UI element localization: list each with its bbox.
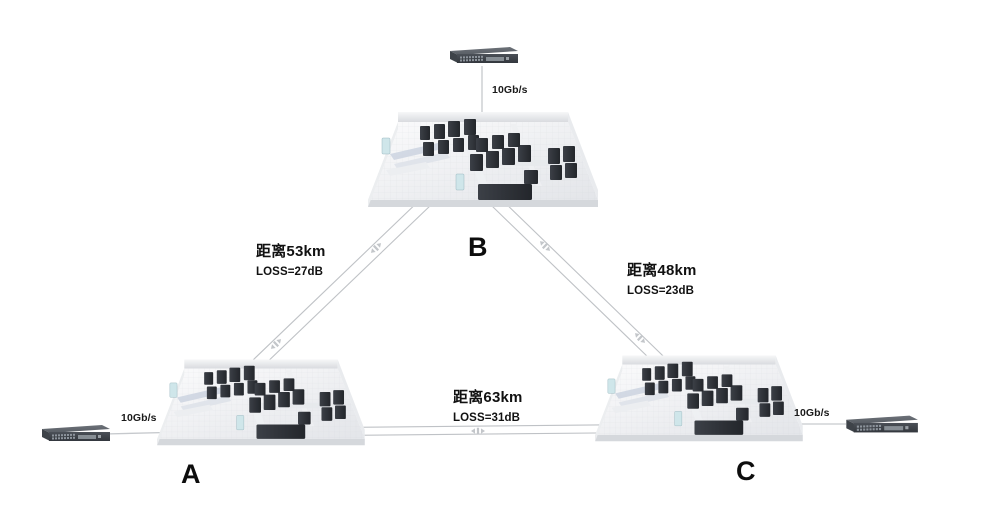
rate-label-b: 10Gb/s	[492, 84, 528, 96]
site-label-b: B	[468, 232, 488, 262]
link-distance-b-c: 距离48km	[627, 262, 697, 279]
switch-top[interactable]	[444, 42, 520, 68]
datacenter-c[interactable]	[588, 348, 810, 464]
link-loss-a-b: LOSS=27dB	[256, 266, 324, 278]
datacenter-b[interactable]	[360, 108, 606, 228]
link-distance-a-c: 距离63km	[453, 389, 523, 406]
site-label-a: A	[181, 459, 201, 489]
rate-label-a: 10Gb/s	[121, 412, 157, 424]
link-distance-a-b: 距离53km	[256, 243, 326, 260]
link-label-b-c: 距离48km LOSS=23dB	[627, 262, 697, 299]
link-label-a-c: 距离63km LOSS=31dB	[453, 389, 523, 426]
rate-label-c: 10Gb/s	[794, 407, 830, 419]
switch-right[interactable]	[840, 410, 920, 438]
site-label-c: C	[736, 456, 756, 486]
datacenter-a[interactable]	[150, 352, 372, 468]
link-loss-b-c: LOSS=23dB	[627, 285, 695, 297]
switch-left[interactable]	[36, 420, 112, 446]
link-label-a-b: 距离53km LOSS=27dB	[256, 243, 326, 280]
link-loss-a-c: LOSS=31dB	[453, 412, 521, 424]
